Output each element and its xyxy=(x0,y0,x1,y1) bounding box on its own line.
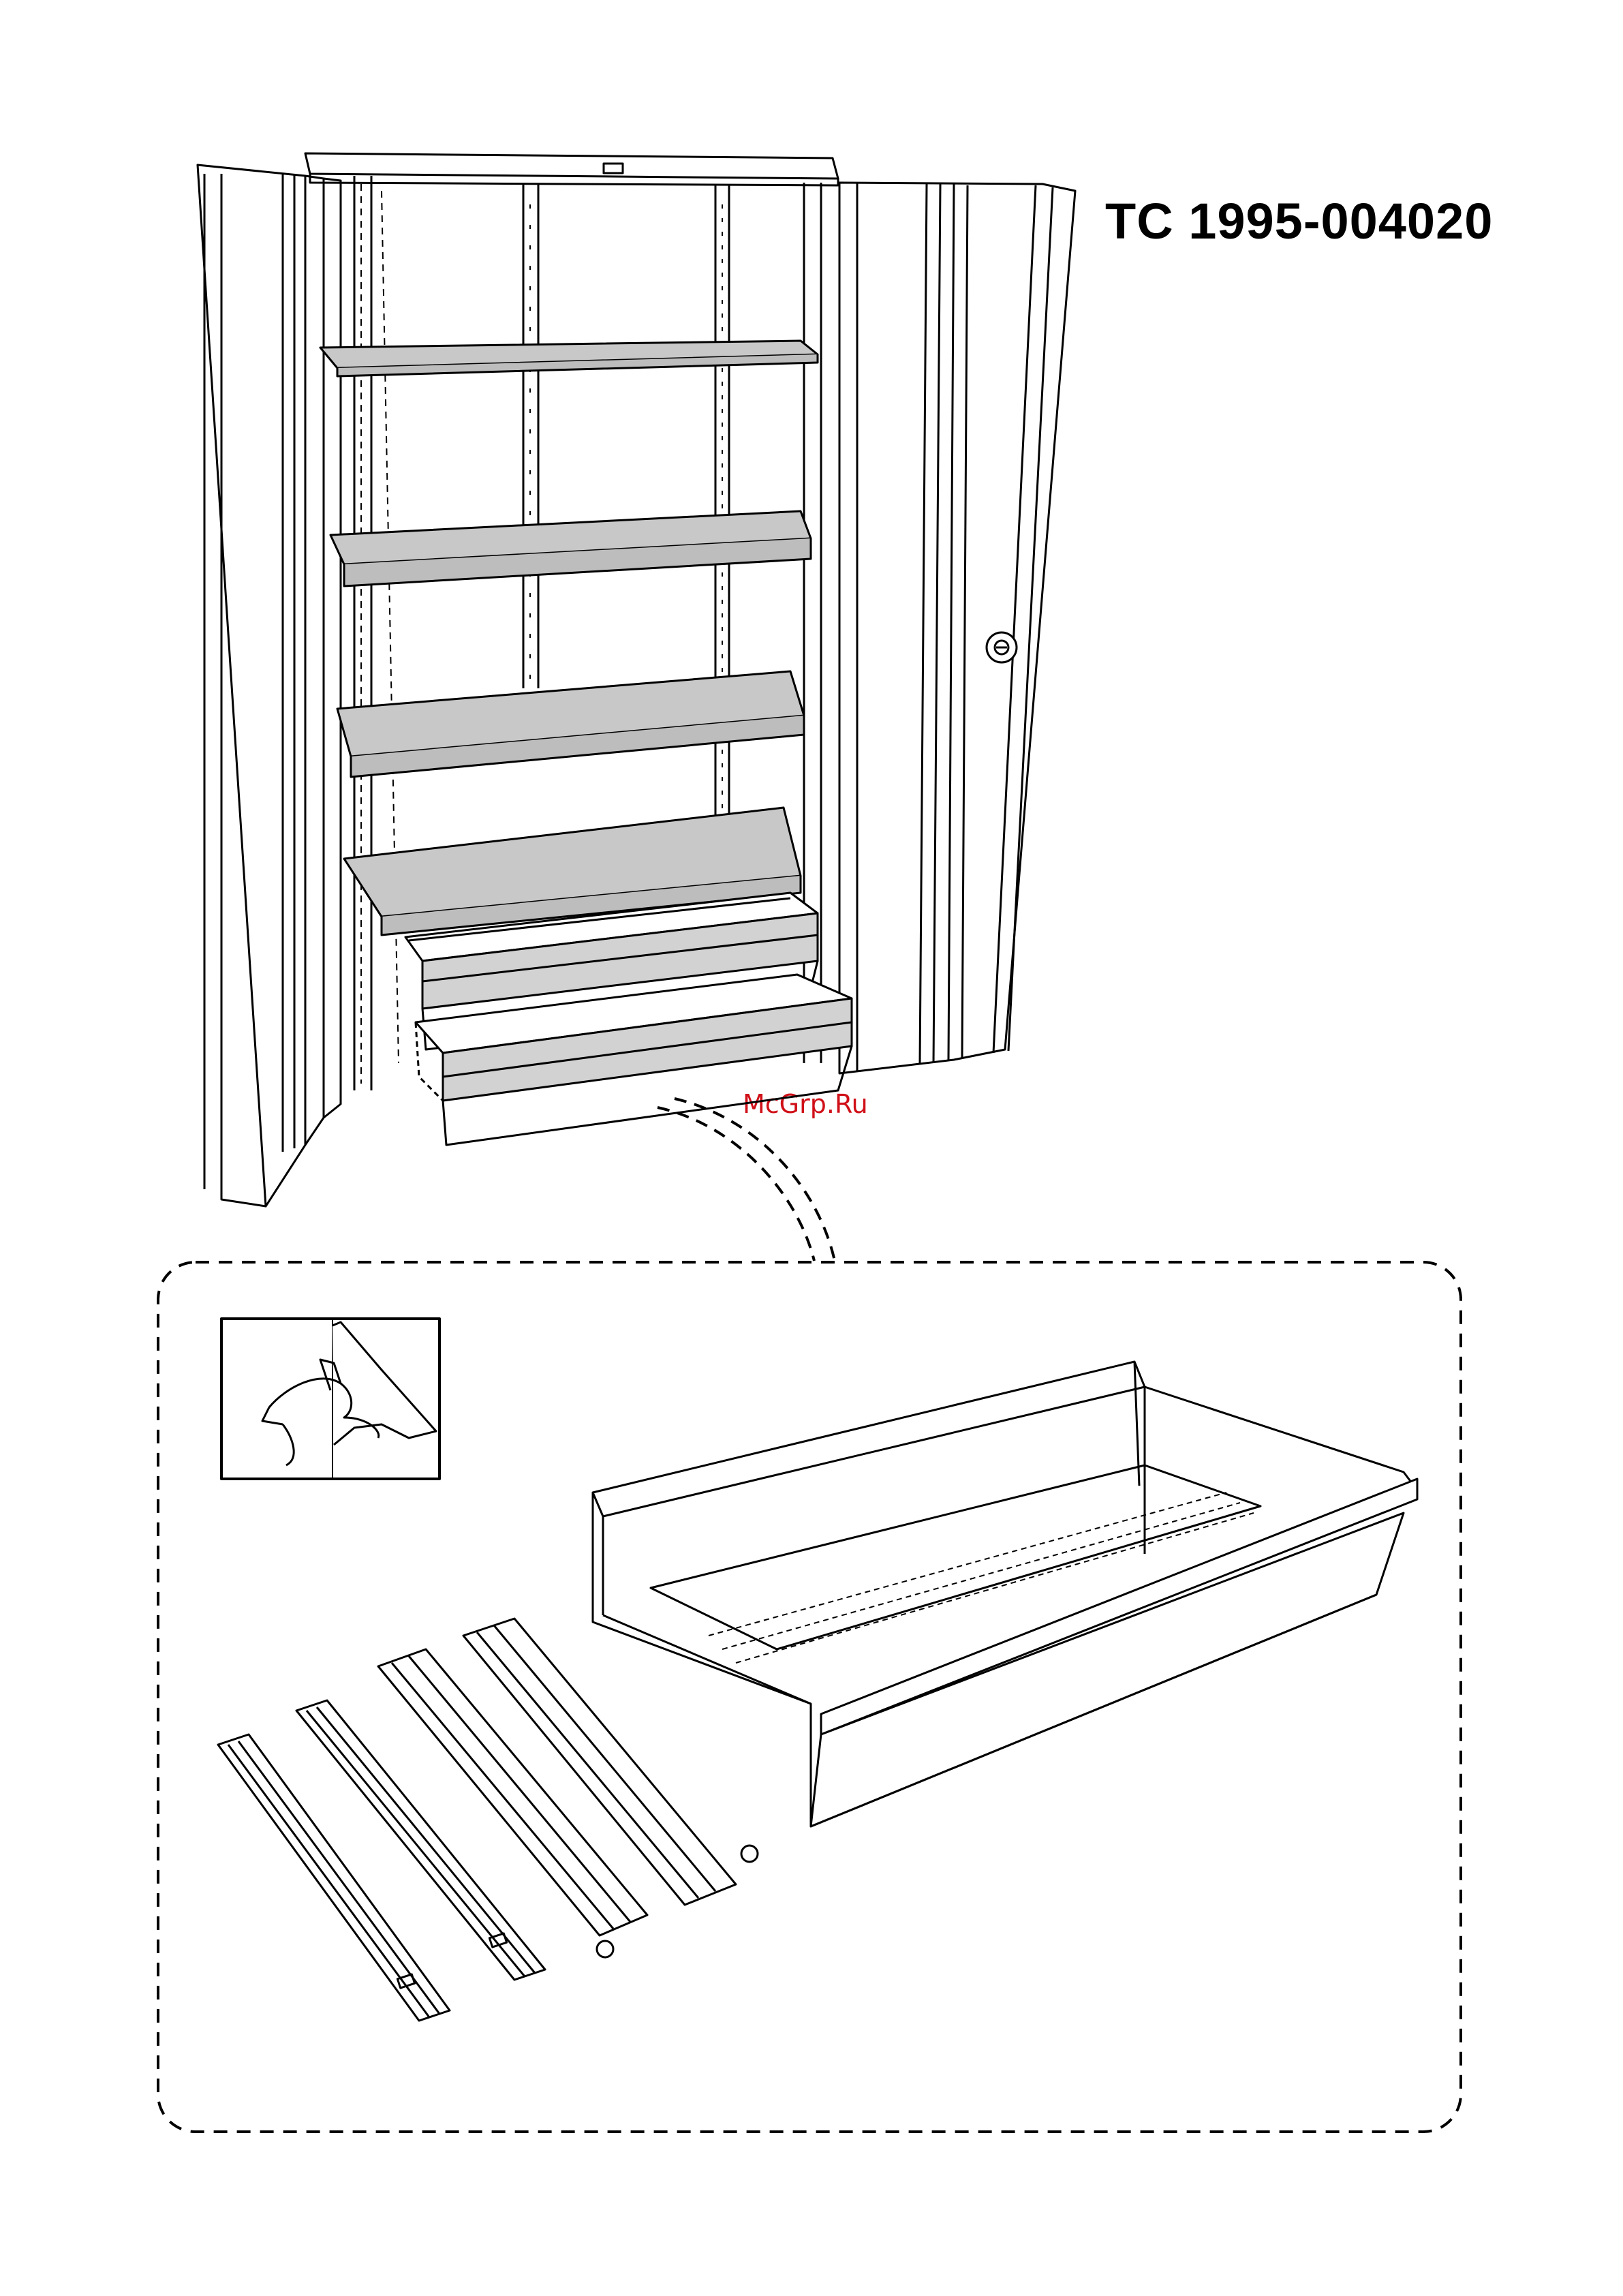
drawer-detail xyxy=(593,1362,1417,1826)
peel-off-protective-film-icon xyxy=(221,1319,439,1479)
shelf xyxy=(320,341,818,376)
drawer-slide xyxy=(296,1700,545,1980)
drawer-slide xyxy=(218,1734,450,2021)
detail-callout-line xyxy=(658,1099,835,1261)
shelf xyxy=(337,671,804,777)
door-lock xyxy=(987,632,1017,662)
shelf xyxy=(330,511,811,586)
cabinet-drawing xyxy=(198,153,1075,1206)
